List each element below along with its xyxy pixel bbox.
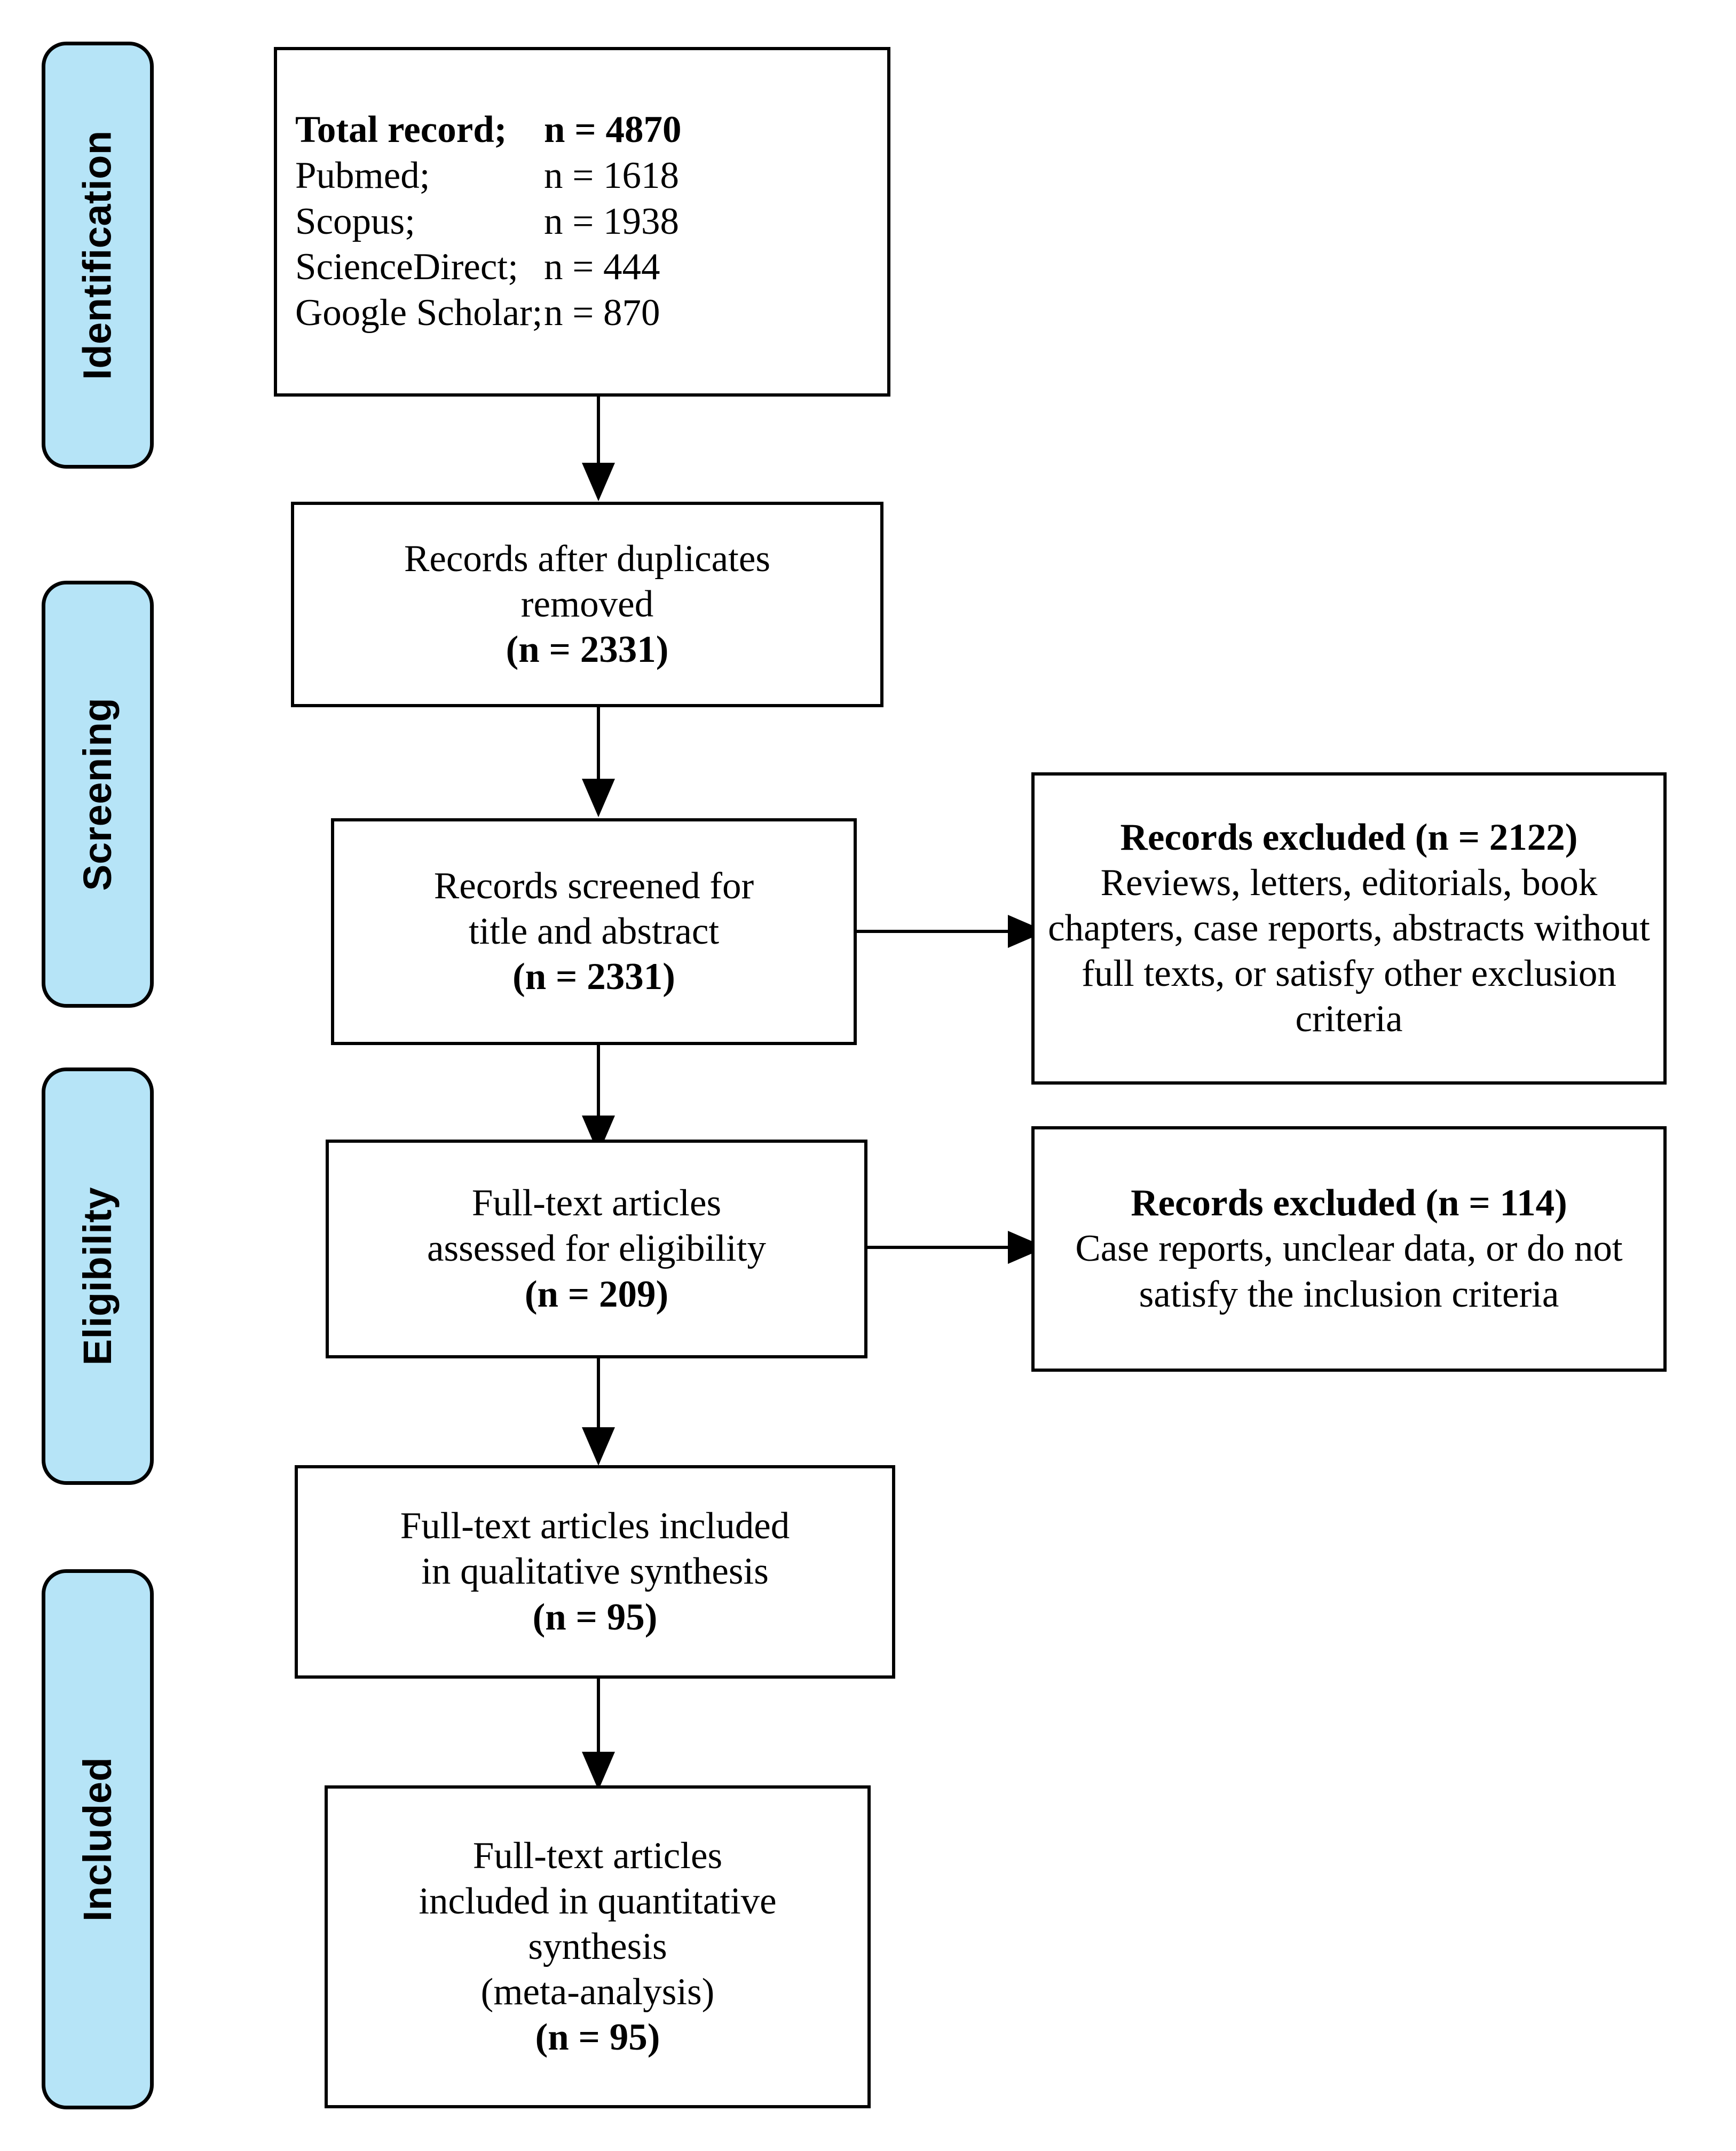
source-count-google-scholar: n = 870	[544, 292, 660, 334]
node-records-excluded-screening: Records excluded (n = 2122) Reviews, let…	[1031, 772, 1667, 1085]
quantitative-line-3: synthesis	[528, 1925, 667, 1967]
duplicates-line-1: Records after duplicates	[404, 537, 771, 580]
source-count-total: n = 4870	[544, 108, 682, 151]
source-name-google-scholar: Google Scholar;	[295, 292, 543, 334]
source-row-sciencedirect: ScienceDirect; n = 444	[295, 244, 869, 290]
source-count-sciencedirect: n = 444	[544, 246, 660, 288]
connector-line-qualitative-to-quantitative	[597, 1679, 600, 1756]
excluded-screening-body: Reviews, letters, editorials, book chapt…	[1048, 861, 1650, 1040]
qualitative-line-1: Full-text articles included	[400, 1505, 790, 1547]
connector-line-sources-to-duplicates	[597, 397, 600, 467]
stage-pill-included: Included	[42, 1569, 154, 2109]
stage-label-identification: Identification	[75, 130, 120, 380]
stage-label-included: Included	[75, 1757, 120, 1922]
connector-line-screened-to-eligibility	[597, 1045, 600, 1119]
qualitative-count: (n = 95)	[532, 1596, 658, 1638]
source-row-pubmed: Pubmed; n = 1618	[295, 153, 869, 199]
quantitative-line-2: included in quantitative	[419, 1880, 777, 1922]
eligibility-line-1: Full-text articles	[471, 1182, 722, 1224]
source-row-total: Total record; n = 4870	[295, 107, 869, 153]
duplicates-count: (n = 2331)	[506, 629, 669, 671]
arrowhead-duplicates-to-screened	[582, 779, 615, 817]
excluded-eligibility-body: Case reports, unclear data, or do not sa…	[1075, 1228, 1623, 1315]
quantitative-line-4: (meta-analysis)	[480, 1971, 715, 2013]
connector-line-duplicates-to-screened	[597, 707, 600, 782]
source-name-sciencedirect: ScienceDirect;	[295, 246, 518, 288]
source-row-google-scholar: Google Scholar; n = 870	[295, 290, 869, 336]
screened-line-2: title and abstract	[468, 910, 720, 952]
stage-label-screening: Screening	[75, 697, 120, 891]
stage-label-eligibility: Eligibility	[75, 1187, 120, 1366]
node-quantitative-synthesis: Full-text articles included in quantitat…	[325, 1785, 871, 2108]
qualitative-line-2: in qualitative synthesis	[421, 1551, 769, 1593]
arrowhead-eligibility-to-qualitative	[582, 1427, 615, 1466]
eligibility-line-2: assessed for eligibility	[427, 1228, 766, 1270]
node-records-screened: Records screened for title and abstract …	[331, 818, 857, 1045]
quantitative-count: (n = 95)	[535, 2016, 660, 2059]
source-count-pubmed: n = 1618	[544, 154, 680, 196]
excluded-eligibility-heading: Records excluded (n = 114)	[1131, 1182, 1567, 1224]
arrowhead-qualitative-to-quantitative	[582, 1752, 615, 1790]
node-fulltext-assessed: Full-text articles assessed for eligibil…	[326, 1140, 867, 1358]
excluded-screening-heading: Records excluded (n = 2122)	[1120, 816, 1578, 858]
eligibility-count: (n = 209)	[524, 1273, 669, 1315]
stage-pill-identification: Identification	[42, 42, 154, 469]
source-name-total: Total record;	[295, 108, 507, 151]
node-duplicates-removed: Records after duplicates removed (n = 23…	[291, 502, 883, 707]
source-row-scopus: Scopus; n = 1938	[295, 199, 869, 245]
stage-pill-eligibility: Eligibility	[42, 1067, 154, 1485]
connector-line-screened-to-excluded	[857, 930, 1012, 933]
connector-line-eligibility-to-excluded	[867, 1246, 1033, 1249]
arrowhead-sources-to-duplicates	[582, 463, 615, 501]
screened-line-1: Records screened for	[433, 865, 754, 907]
duplicates-line-2: removed	[520, 583, 654, 625]
screened-count: (n = 2331)	[512, 956, 675, 998]
node-total-records: Total record; n = 4870 Pubmed; n = 1618 …	[274, 47, 890, 397]
source-count-scopus: n = 1938	[544, 200, 680, 242]
node-qualitative-synthesis: Full-text articles included in qualitati…	[295, 1465, 895, 1679]
node-records-excluded-eligibility: Records excluded (n = 114) Case reports,…	[1031, 1126, 1667, 1372]
source-name-scopus: Scopus;	[295, 200, 415, 242]
connector-line-eligibility-to-qualitative	[597, 1358, 600, 1430]
quantitative-line-1: Full-text articles	[472, 1834, 723, 1877]
stage-pill-screening: Screening	[42, 581, 154, 1008]
source-name-pubmed: Pubmed;	[295, 154, 430, 196]
